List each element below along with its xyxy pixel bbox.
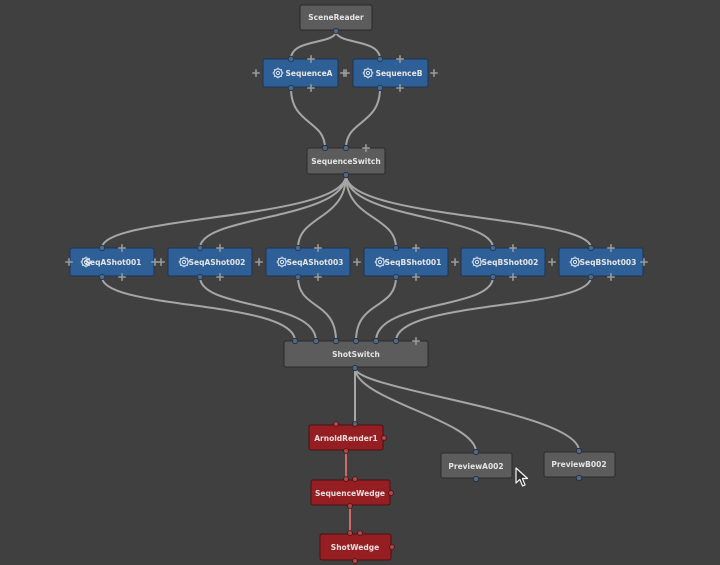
node-label: SeqBShot001 [385, 258, 442, 267]
input-plug[interactable] [472, 448, 480, 456]
input-plug[interactable] [489, 244, 497, 252]
node-seqashot001[interactable]: SeqAShot001 [65, 244, 159, 282]
output-plug[interactable] [347, 503, 353, 509]
plus-icon[interactable] [255, 257, 264, 267]
input-plug[interactable] [196, 244, 204, 252]
input-plug[interactable] [343, 476, 349, 482]
node-seqbshot002[interactable]: SeqBShot002 [460, 244, 557, 282]
output-plug[interactable] [376, 84, 384, 92]
node-sequencea[interactable]: SequenceA [252, 54, 349, 92]
node-label: SeqAShot001 [85, 258, 142, 267]
output-plug[interactable] [388, 490, 394, 496]
input-plug[interactable] [287, 55, 295, 63]
input-plug[interactable] [392, 337, 400, 345]
input-plug[interactable] [575, 447, 583, 455]
input-plug[interactable] [332, 337, 340, 345]
node-label: PreviewA002 [448, 462, 503, 471]
node-label: SequenceSwitch [311, 157, 380, 166]
node-label: SeqAShot002 [189, 258, 246, 267]
input-plug[interactable] [333, 421, 339, 427]
output-plug[interactable] [381, 435, 387, 441]
node-label: SeqAShot003 [287, 258, 344, 267]
node-previewa002[interactable]: PreviewA002 [440, 448, 513, 483]
node-seqashot002[interactable]: SeqAShot002 [157, 244, 264, 282]
plus-icon[interactable] [157, 257, 165, 267]
node-sequenceb[interactable]: SequenceB [341, 54, 439, 92]
node-label: ArnoldRender1 [314, 434, 378, 443]
node-previewb002[interactable]: PreviewB002 [543, 447, 616, 482]
node-arnoldrender1[interactable]: ArnoldRender1 [308, 421, 387, 454]
input-plug[interactable] [98, 244, 106, 252]
output-plug[interactable] [351, 364, 359, 372]
output-plug[interactable] [332, 27, 340, 35]
output-plug[interactable] [392, 273, 400, 281]
output-plug[interactable] [489, 273, 497, 281]
input-plug[interactable] [291, 337, 299, 345]
node-seqbshot001[interactable]: SeqBShot001 [363, 244, 460, 282]
output-plug[interactable] [196, 273, 204, 281]
node-sequencewedge[interactable]: SequenceWedge [310, 476, 394, 509]
node-label: SequenceWedge [315, 489, 385, 498]
node-label: SeqBShot003 [580, 258, 637, 267]
input-plug[interactable] [372, 337, 380, 345]
node-scenereader[interactable]: SceneReader [299, 4, 373, 35]
input-plug[interactable] [352, 476, 358, 482]
output-plug[interactable] [98, 273, 106, 281]
output-plug[interactable] [294, 273, 302, 281]
input-plug[interactable] [352, 337, 360, 345]
plus-icon[interactable] [450, 257, 460, 267]
output-plug[interactable] [587, 273, 595, 281]
connection-wires [101, 30, 592, 453]
plus-icon[interactable] [429, 69, 439, 77]
output-plug[interactable] [343, 448, 349, 454]
plus-icon[interactable] [352, 257, 362, 267]
input-plug[interactable] [312, 337, 320, 345]
input-plug[interactable] [294, 244, 302, 252]
node-label: SequenceB [376, 69, 423, 78]
output-plug[interactable] [342, 171, 350, 179]
node-label: ShotWedge [331, 543, 379, 552]
mouse-pointer-icon [515, 467, 529, 487]
input-plug[interactable] [342, 144, 350, 152]
input-plug[interactable] [587, 244, 595, 252]
input-plug[interactable] [376, 55, 384, 63]
input-plug[interactable] [352, 421, 358, 427]
node-seqbshot003[interactable]: SeqBShot003 [558, 244, 649, 282]
input-plug[interactable] [357, 530, 363, 536]
node-label: SequenceA [286, 69, 333, 78]
plus-icon[interactable] [252, 69, 261, 77]
node-sequenceswitch[interactable]: SequenceSwitch [306, 144, 386, 179]
output-plug[interactable] [287, 84, 295, 92]
input-plug[interactable] [392, 244, 400, 252]
render-wires [345, 451, 351, 533]
node-shotswitch[interactable]: ShotSwitch [283, 336, 429, 372]
node-label: ShotSwitch [332, 350, 380, 359]
node-shotwedge[interactable]: ShotWedge [319, 530, 395, 564]
input-plug[interactable] [321, 144, 329, 152]
plus-icon[interactable] [547, 257, 557, 267]
output-plug[interactable] [472, 475, 480, 483]
input-plug[interactable] [347, 530, 353, 536]
output-plug[interactable] [575, 474, 583, 482]
output-plug[interactable] [352, 558, 358, 564]
node-seqashot003[interactable]: SeqAShot003 [265, 244, 362, 282]
node-label: SceneReader [308, 13, 364, 22]
output-plug[interactable] [389, 544, 395, 550]
node-label: PreviewB002 [551, 460, 606, 469]
node-label: SeqBShot002 [482, 258, 539, 267]
